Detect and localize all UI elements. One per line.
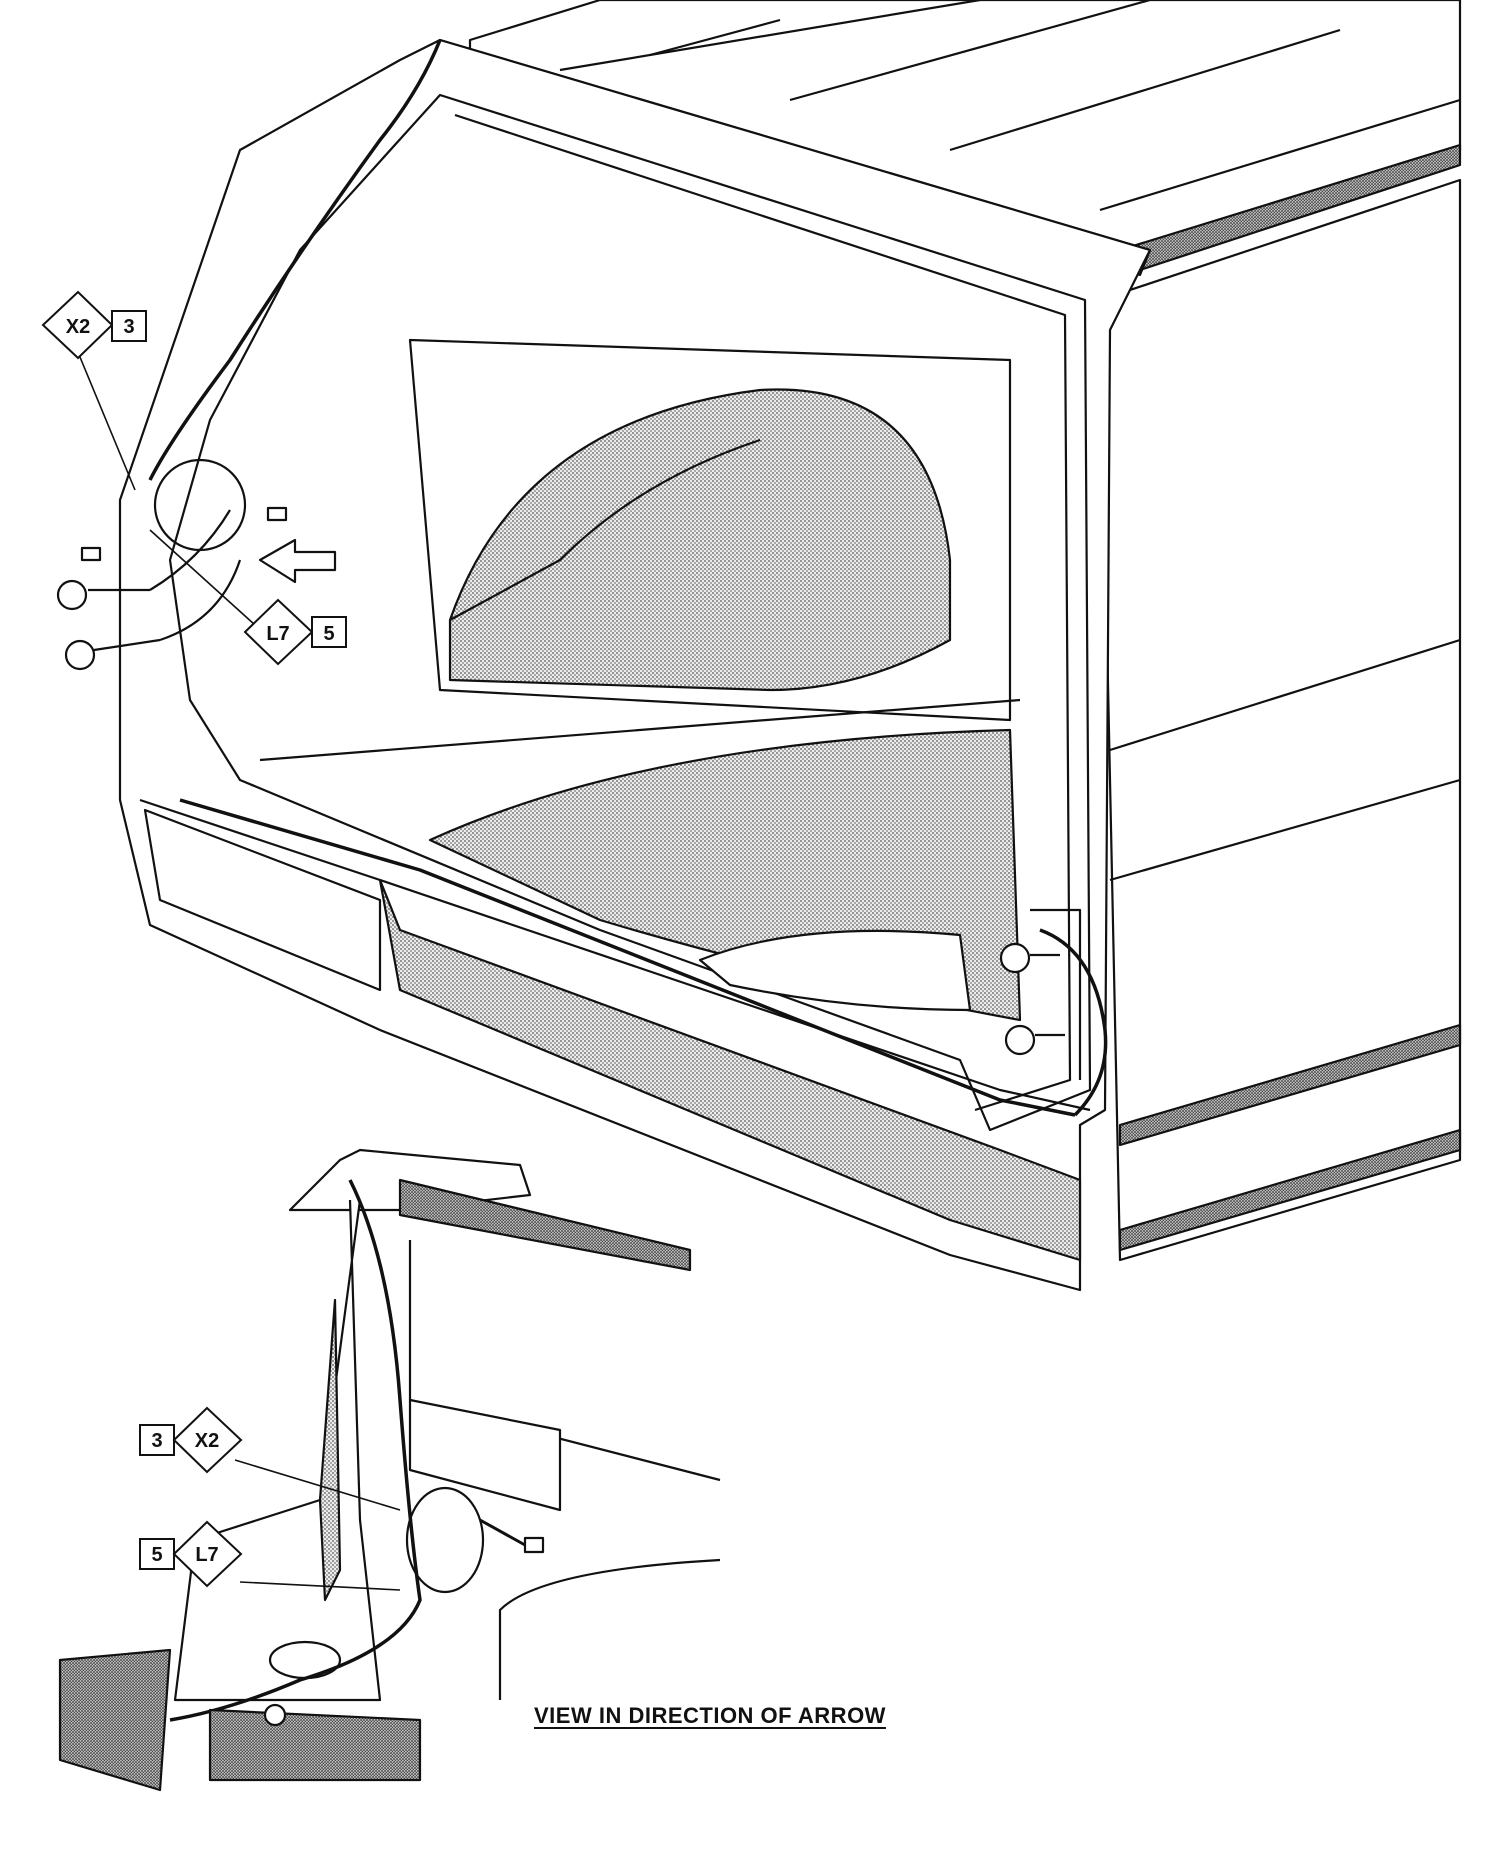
callout-wire-num: 3 [151, 1430, 162, 1452]
lamp-bulb [1004, 1024, 1036, 1056]
bumper-panel [378, 878, 1082, 1262]
callout-inset-connector: 5 L7 [139, 1520, 243, 1588]
wiring-harness-right [1039, 928, 1108, 1117]
view-caption: VIEW IN DIRECTION OF ARROW [534, 1703, 886, 1728]
connector-plug [80, 546, 102, 562]
lamp-socket [88, 588, 161, 652]
body-side-panel [1098, 178, 1462, 1262]
roof-rib [559, 0, 981, 72]
callout-connector-code: L7 [266, 623, 289, 645]
leader-line [234, 1459, 401, 1511]
body-side-line [1109, 638, 1461, 752]
leader-line [239, 1581, 401, 1591]
callout-top-connector: L7 5 [243, 598, 347, 666]
callout-wire-code: X2 [195, 1430, 219, 1452]
body-side-line [1109, 778, 1461, 882]
lamp-bulb [56, 579, 88, 611]
lamp-bulb [999, 942, 1031, 974]
view-direction-arrow [258, 538, 337, 584]
callout-diamond [172, 1520, 243, 1588]
lamp-socket [1030, 953, 1065, 1037]
inset-connector-plug [523, 1536, 545, 1554]
harness-branch [149, 509, 242, 642]
callout-box [139, 1424, 175, 1456]
inset-bumper-lower [208, 1708, 422, 1782]
roof-rib [949, 28, 1341, 152]
inset-harness [169, 1179, 422, 1722]
inset-harness-loop [405, 1486, 485, 1594]
tailgate-sill [139, 798, 1091, 1112]
callout-inset-wire: 3 X2 [139, 1406, 243, 1474]
wheel-house-edge [449, 438, 761, 621]
callout-wire-code: X2 [66, 316, 90, 338]
lower-valance [143, 808, 382, 992]
leader-line [149, 529, 256, 626]
connector-plug [266, 506, 288, 522]
callout-box [111, 310, 147, 342]
wiring-harness-sill [179, 798, 1076, 1117]
inset-roof-bracket [288, 1148, 532, 1212]
body-side-molding [1118, 1128, 1462, 1252]
inset-bolt [263, 1703, 287, 1727]
vehicle-rear-view [56, 0, 1462, 1292]
lamp-bracket [1030, 908, 1082, 1080]
callout-wire-num: 3 [123, 316, 134, 338]
inset-side-panel [408, 1398, 562, 1512]
inset-grommet [268, 1640, 342, 1680]
wiring-harness-pillar [148, 39, 442, 481]
inner-beam [259, 698, 1021, 762]
callout-connector-num: 5 [151, 1544, 162, 1566]
callout-connector-code: L7 [195, 1544, 218, 1566]
callout-top-wire: X2 3 [41, 290, 147, 360]
cargo-floor-spare-well [698, 929, 972, 1012]
roof-rib [1099, 98, 1461, 212]
roof-rib [649, 18, 781, 57]
callout-diamond [172, 1406, 243, 1474]
lamp-bulb [64, 639, 96, 671]
inset-bumper-left [58, 1648, 172, 1792]
inset-connector [479, 1518, 526, 1547]
right-lamp-assembly [999, 908, 1082, 1080]
inset-roof-panel [398, 1178, 692, 1272]
callout-box [311, 616, 347, 648]
left-lamp-assembly [56, 458, 288, 671]
callout-connector-num: 5 [323, 623, 334, 645]
wheel-house [448, 388, 952, 692]
roof-rib [789, 0, 1151, 102]
inset-cargo-edge [498, 1558, 721, 1700]
body-side-molding [1118, 1023, 1462, 1147]
leader-line [74, 344, 136, 491]
tailgate-opening-inner [168, 93, 1092, 1132]
inset-detail-view [58, 1148, 721, 1792]
inset-pillar-shadow [318, 1298, 342, 1602]
